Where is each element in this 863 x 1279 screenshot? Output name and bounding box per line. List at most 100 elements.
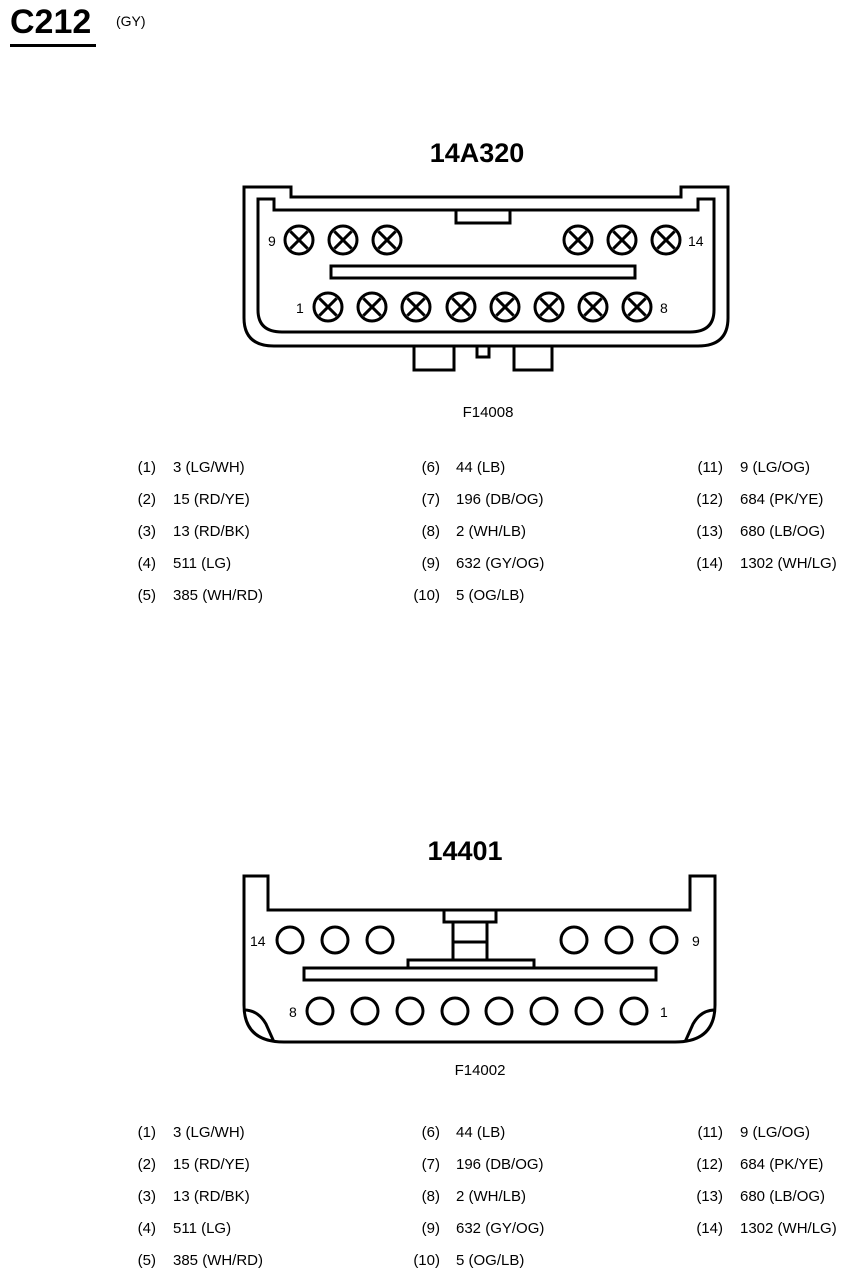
terminal-cross-mark — [406, 297, 426, 317]
pin-label-top-right: 14 — [688, 233, 704, 249]
terminal-cross-mark — [583, 297, 603, 317]
pin-circuit: 5 (OG/LB) — [456, 1252, 525, 1269]
pin-number: (5) — [137, 587, 156, 604]
pin-circuit: 2 (WH/LB) — [456, 523, 527, 540]
terminal-cross-mark — [318, 297, 338, 317]
terminal-cross-mark — [539, 297, 559, 317]
terminal-cavity-crossed — [621, 291, 653, 323]
terminal-cavity — [604, 925, 634, 955]
terminal-cross-mark — [377, 230, 397, 250]
pin-number: (14) — [696, 1220, 723, 1237]
part-number-harness-side: 14A320 — [429, 138, 525, 168]
terminal-cavity-crossed — [577, 291, 609, 323]
terminal-cavity-crossed — [489, 291, 521, 323]
pin-number: (9) — [421, 1220, 440, 1237]
pin-number: (13) — [696, 523, 723, 540]
terminal-cross-mark — [362, 297, 382, 317]
terminal-cavity-crossed — [312, 291, 344, 323]
pin-circuit: 511 (LG) — [173, 555, 232, 572]
device-side-connector-body — [242, 874, 717, 1044]
pin-number: (1) — [137, 1124, 156, 1141]
terminal-cavity — [619, 996, 649, 1026]
pin-number: (12) — [696, 491, 723, 508]
terminal-cavity — [440, 996, 470, 1026]
pin-circuit: 632 (GY/OG) — [456, 555, 545, 572]
terminal-cavity-crossed — [533, 291, 565, 323]
pin-circuit: 5 (OG/LB) — [456, 587, 525, 604]
pin-number: (11) — [697, 1124, 723, 1141]
pin-label-bottom-right: 8 — [660, 300, 668, 316]
harness-side-pin-cavities — [283, 224, 682, 323]
pin-number: (8) — [421, 523, 440, 540]
terminal-cross-mark — [627, 297, 647, 317]
harness-side-connector-body — [242, 185, 730, 372]
pin-circuit: 44 (LB) — [456, 459, 506, 476]
pin-number: (4) — [137, 1220, 156, 1237]
pin-circuit: 196 (DB/OG) — [456, 491, 544, 508]
pin-number: (6) — [421, 459, 440, 476]
terminal-cavity-crossed — [356, 291, 388, 323]
terminal-cross-mark — [451, 297, 471, 317]
connector-id: C212 — [10, 3, 92, 41]
pin-number: (1) — [137, 459, 156, 476]
pin-circuit: 385 (WH/RD) — [173, 587, 264, 604]
pin-circuit: 13 (RD/BK) — [173, 523, 250, 540]
terminal-cavity-crossed — [371, 224, 403, 256]
pin-circuit: 15 (RD/YE) — [173, 491, 250, 508]
part-number-device-side: 14401 — [427, 836, 503, 866]
pin-circuit: 9 (LG/OG) — [740, 459, 811, 476]
pin-circuit: 3 (LG/WH) — [173, 1124, 245, 1141]
terminal-cavity — [305, 996, 335, 1026]
connector-id-underline — [10, 44, 96, 47]
pin-number: (10) — [413, 587, 440, 604]
pin-number: (2) — [137, 1156, 156, 1173]
terminal-cavity — [649, 925, 679, 955]
pin-circuit: 684 (PK/YE) — [740, 491, 824, 508]
pin-circuit: 3 (LG/WH) — [173, 459, 245, 476]
pin-number: (4) — [137, 555, 156, 572]
terminal-cross-mark — [333, 230, 353, 250]
connector-color: (GY) — [116, 13, 146, 29]
terminal-cavity-crossed — [562, 224, 594, 256]
pin-circuit: 632 (GY/OG) — [456, 1220, 545, 1237]
pin-number: (3) — [137, 1188, 156, 1205]
terminal-cavity — [395, 996, 425, 1026]
terminal-cavity-crossed — [650, 224, 682, 256]
pin-number: (9) — [421, 555, 440, 572]
figure-id-harness-side: F14008 — [462, 404, 514, 421]
terminal-cross-mark — [568, 230, 588, 250]
terminal-cavity — [320, 925, 350, 955]
pin-number: (5) — [137, 1252, 156, 1269]
terminal-cavity — [365, 925, 395, 955]
pin-number: (7) — [421, 491, 440, 508]
pin-number: (13) — [696, 1188, 723, 1205]
pin-circuit: 2 (WH/LB) — [456, 1188, 527, 1205]
pin-label-top-left: 14 — [250, 933, 266, 949]
pin-circuit: 1302 (WH/LG) — [740, 1220, 837, 1237]
pin-number: (11) — [697, 459, 723, 476]
terminal-cross-mark — [656, 230, 676, 250]
pin-circuit: 13 (RD/BK) — [173, 1188, 250, 1205]
pin-number: (7) — [421, 1156, 440, 1173]
pin-circuit: 684 (PK/YE) — [740, 1156, 824, 1173]
pin-circuit: 511 (LG) — [173, 1220, 232, 1237]
pin-label-top-left: 9 — [268, 233, 276, 249]
terminal-cross-mark — [495, 297, 515, 317]
terminal-cavity — [529, 996, 559, 1026]
pin-number: (2) — [137, 491, 156, 508]
terminal-cross-mark — [289, 230, 309, 250]
pin-label-bottom-left: 8 — [289, 1004, 297, 1020]
pin-circuit: 196 (DB/OG) — [456, 1156, 544, 1173]
terminal-cavity-crossed — [606, 224, 638, 256]
pin-number: (10) — [413, 1252, 440, 1269]
pin-number: (3) — [137, 523, 156, 540]
pin-circuit: 680 (LB/OG) — [740, 1188, 826, 1205]
pin-circuit: 15 (RD/YE) — [173, 1156, 250, 1173]
pin-number: (14) — [696, 555, 723, 572]
terminal-cavity — [484, 996, 514, 1026]
terminal-cavity-crossed — [283, 224, 315, 256]
device-side-pin-cavities — [275, 925, 679, 1026]
pin-circuit: 680 (LB/OG) — [740, 523, 826, 540]
pin-number: (12) — [696, 1156, 723, 1173]
